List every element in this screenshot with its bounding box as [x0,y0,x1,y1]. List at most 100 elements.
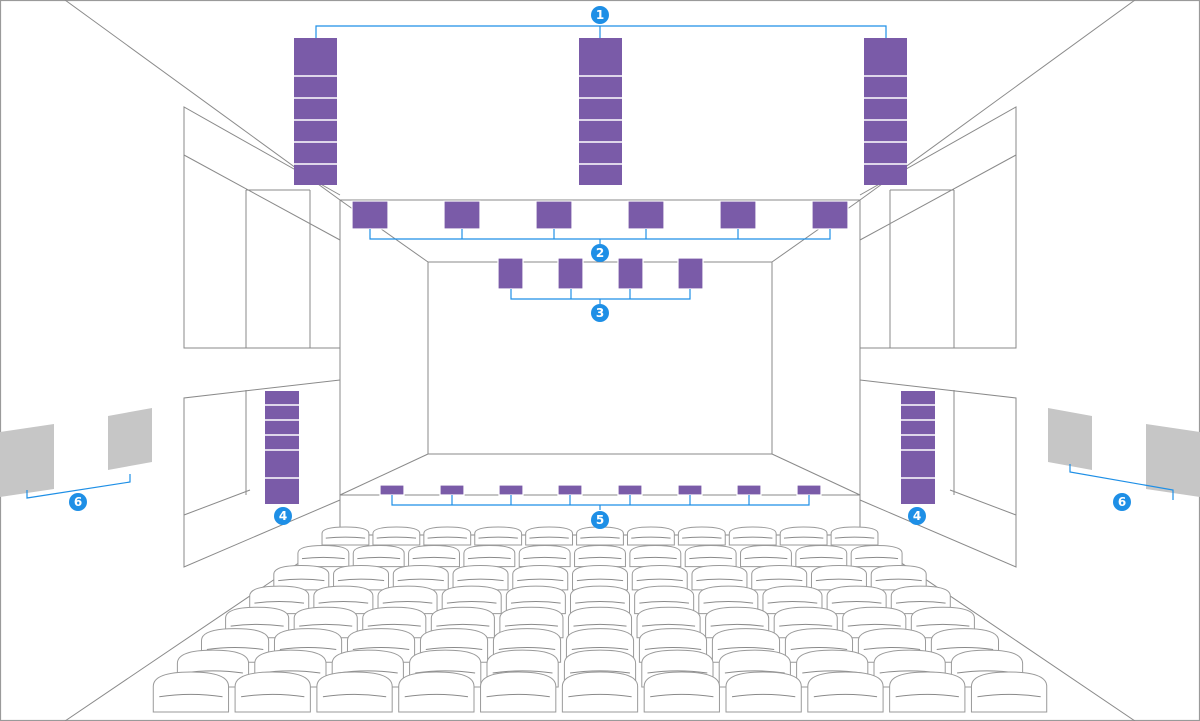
seat-cushion-line [977,693,1041,698]
audience-seat [728,526,777,546]
audience-seat [970,671,1048,713]
left-balconies [183,106,341,568]
callout-badge-4-right: 4 [908,507,926,525]
seat-cushion-line [863,646,921,650]
audience-seat [574,545,626,568]
audience-seat [452,565,509,591]
seat-cushion-line [382,601,433,604]
seat-cushion-line [580,536,620,539]
seat-cushion-line [478,536,518,539]
seat-cushion-line [855,556,899,560]
callout-badge-6-left: 6 [69,493,87,511]
audience-seat [569,585,631,615]
audience-seat [740,545,792,568]
audience-seat [352,545,405,568]
audience-seat [634,585,695,615]
seat-cushion-line [573,623,627,627]
seat-cushion-line [916,623,970,627]
audience-seat [408,545,460,568]
audience-seat [273,565,330,591]
seat-cushion-line [427,536,467,539]
ceiling-speaker [443,200,481,230]
seat-cushion-line [731,693,796,698]
seat-cushion-line [299,623,353,627]
line-array-speaker-left [294,38,337,185]
audience-seat [698,585,759,615]
seat-cushion-line [783,536,824,539]
front-fill-speaker [617,484,643,496]
audience-seating [152,526,1048,713]
surround-speaker-left-outer [0,424,54,497]
stage-speaker [497,257,524,290]
callout-bracket-6-left [26,474,131,499]
seat-cushion-line [467,556,511,560]
seat-cushion-line [696,578,743,582]
seat-cushion-line [733,536,773,539]
stage-speaker [677,257,704,290]
seat-cushion-line [756,578,803,582]
line-array-speaker-right [864,38,907,185]
audience-seat [779,526,828,546]
callout-label-1: 1 [596,8,604,22]
callout-label-3: 3 [596,306,604,320]
seat-cushion-line [301,556,345,560]
audience-seat [691,565,748,591]
callout-label-4-right: 4 [913,509,921,523]
seat-cushion-line [799,556,843,560]
callout-badge-6-right: 6 [1113,493,1131,511]
audience-seat [316,671,393,713]
surround-speaker-left-inner [108,408,152,470]
audience-seat [474,526,523,546]
audience-seat [505,585,566,615]
seat-cushion-line [230,623,284,627]
seat-cushion-line [895,693,959,698]
seat-cushion-line [492,670,553,674]
seat-cushion-line [650,693,714,698]
callout-bracket-1 [315,25,887,38]
seat-cushion-line [337,578,385,582]
audience-seat [572,565,628,591]
audience-seat [684,545,737,568]
seat-cushion-line [159,693,223,698]
audience-seat [313,585,374,615]
front-fill-speaker [736,484,762,496]
audience-seat [643,671,720,713]
audience-seat [677,526,726,546]
seat-cushion-line [647,670,708,674]
seat-cushion-line [790,646,848,650]
audience-seat [321,526,370,546]
audience-seat [480,671,557,713]
front-fill-speaker [677,484,703,496]
surround-speaker-right-inner [1048,408,1092,470]
seat-cushion-line [631,536,671,539]
seat-cushion-line [636,578,683,582]
seat-cushion-line [498,646,556,650]
seat-cushion-line [486,693,550,698]
seat-cushion-line [689,556,733,560]
side-column-speaker-right [901,391,935,504]
speaker-group-6 [0,408,1200,500]
seat-cushion-line [875,578,922,582]
audience-seat [870,565,927,591]
seat-cushion-line [504,623,558,627]
seat-cushion-line [682,536,722,539]
speaker-group-5 [379,484,822,510]
line-array-speaker-center [579,38,622,185]
seat-cushion-line [570,670,630,674]
callout-bracket-5 [391,495,810,506]
ceiling-speaker [627,200,665,230]
speaker-group-3 [497,257,704,304]
seat-cushion-line [436,623,490,627]
audience-seat [576,526,624,546]
seat-cushion-line [576,578,624,582]
seat-cushion-line [639,601,690,604]
callout-label-2: 2 [596,246,604,260]
audience-seat [890,585,951,615]
audience-seat [372,526,421,546]
seat-cushion-line [815,578,863,582]
seat-cushion-line [457,578,504,582]
speaker-group-2 [351,200,849,244]
seat-cushion-line [523,556,567,560]
seat-cushion-line [717,646,775,650]
